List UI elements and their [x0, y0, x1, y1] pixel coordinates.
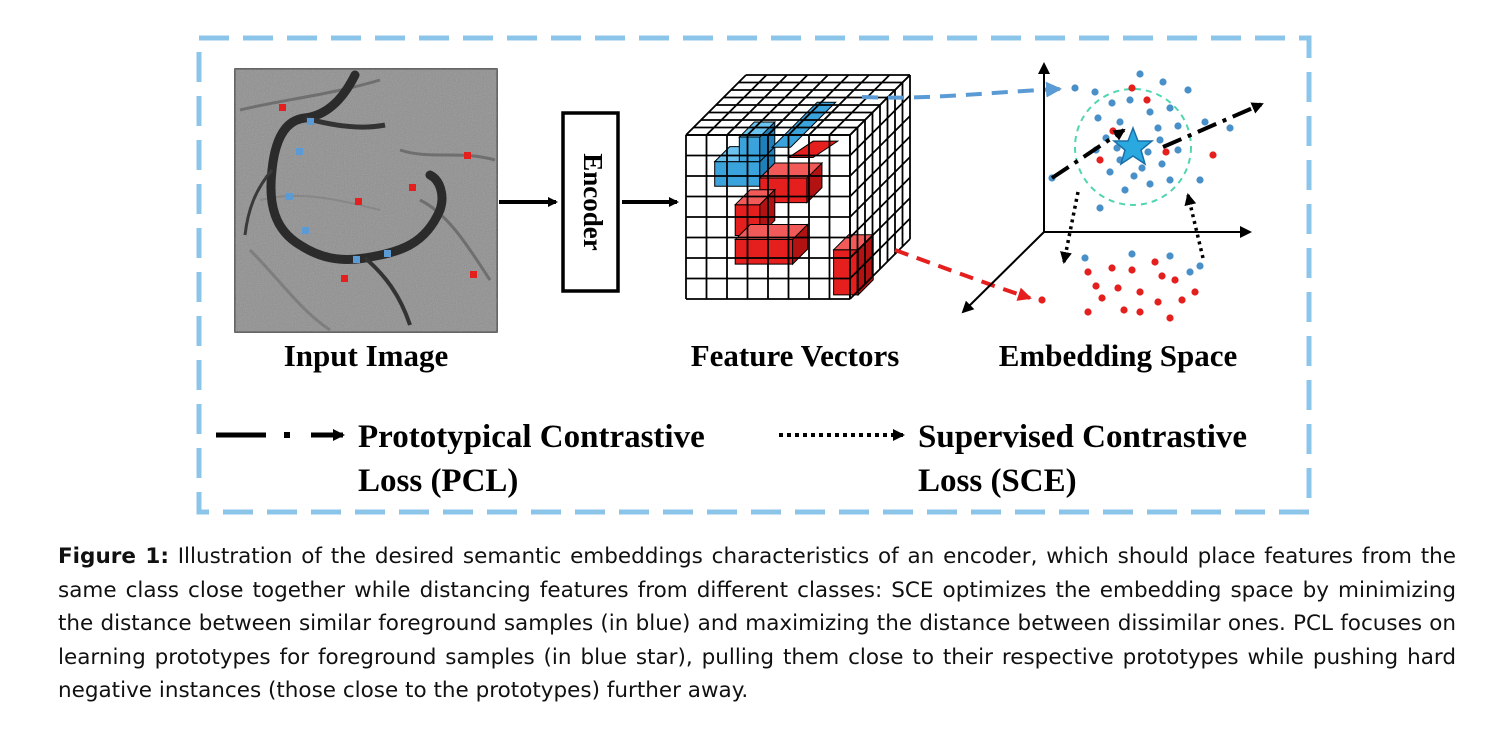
- feature-vectors-title: Feature Vectors: [691, 338, 900, 373]
- background-point: [1114, 284, 1122, 292]
- legend-pcl-line2: Loss (PCL): [358, 463, 518, 499]
- background-point: [1128, 84, 1136, 92]
- foreground-point: [1201, 118, 1209, 126]
- background-point: [1092, 282, 1100, 290]
- red-feature-arrow: [894, 248, 1032, 301]
- foreground-point: [1106, 168, 1114, 176]
- foreground-point: [1146, 180, 1154, 188]
- input-image: [234, 68, 498, 333]
- encoder-label: Encoder: [578, 153, 608, 251]
- background-point: [1162, 148, 1170, 156]
- background-point: [1136, 288, 1144, 296]
- foreground-point: [1174, 146, 1182, 154]
- legend-pcl-line1: Prototypical Contrastive: [358, 419, 705, 455]
- background-point: [1136, 308, 1144, 316]
- background-point: [1128, 266, 1136, 274]
- foreground-point: [1196, 176, 1204, 184]
- foreground-point: [1138, 164, 1146, 172]
- foreground-point: [1184, 86, 1192, 94]
- background-point: [1096, 156, 1104, 164]
- foreground-point: [1091, 88, 1099, 96]
- sce-arrow-left: [1060, 191, 1080, 264]
- pcl-push-arrow: [1162, 102, 1264, 149]
- background-point: [1084, 268, 1092, 276]
- foreground-point: [1128, 250, 1136, 258]
- background-point: [1191, 288, 1199, 296]
- foreground-point: [1081, 254, 1089, 262]
- foreground-point: [1136, 70, 1144, 78]
- foreground-point: [1113, 144, 1121, 152]
- encoder-block: Encoder: [561, 111, 620, 293]
- foreground-point: [1130, 172, 1138, 180]
- background-point: [1143, 96, 1151, 104]
- foreground-point: [1154, 124, 1162, 132]
- figure-caption: Figure 1: Illustration of the desired se…: [58, 540, 1456, 708]
- background-point: [1151, 258, 1159, 266]
- foreground-point: [1166, 176, 1174, 184]
- cluster-circle: [1074, 88, 1192, 206]
- embedding-space-title: Embedding Space: [999, 338, 1238, 373]
- foreground-point: [1108, 99, 1116, 107]
- feature-cube: [685, 74, 911, 300]
- background-point: [1209, 151, 1217, 159]
- figure-diagram: Encoder Input Image Feature Vectors Embe…: [196, 35, 1312, 515]
- background-point: [1158, 272, 1166, 280]
- axis-depth: [961, 231, 1045, 314]
- foreground-point: [1159, 78, 1167, 86]
- foreground-point: [1156, 136, 1164, 144]
- foreground-point: [1071, 84, 1079, 92]
- background-point: [1154, 298, 1162, 306]
- background-point: [1108, 264, 1116, 272]
- foreground-point: [1186, 268, 1194, 276]
- foreground-point: [1146, 108, 1154, 116]
- foreground-point: [1174, 122, 1182, 130]
- background-point: [1120, 306, 1128, 314]
- prototype-star-icon: [1111, 125, 1155, 166]
- foreground-point: [1158, 160, 1166, 168]
- embedding-points: [1038, 70, 1234, 322]
- background-point: [1166, 314, 1174, 322]
- legend-sce: Supervised Contrastive Loss (SCE): [779, 419, 1247, 499]
- caption-label: Figure 1:: [58, 544, 169, 569]
- foreground-point: [1226, 124, 1234, 132]
- sce-arrow-right: [1184, 193, 1205, 259]
- legend-sce-line2: Loss (SCE): [918, 463, 1077, 499]
- legend-pcl: Prototypical Contrastive Loss (PCL): [216, 419, 705, 499]
- foreground-point: [1196, 262, 1204, 270]
- foreground-point: [1116, 118, 1124, 126]
- background-point: [1171, 276, 1179, 284]
- foreground-point: [1144, 148, 1152, 156]
- pcl-pull-arrow: [1050, 128, 1126, 180]
- foreground-point: [1126, 96, 1134, 104]
- dashed-frame: [196, 35, 1312, 515]
- foreground-point: [1121, 186, 1129, 194]
- background-point: [1098, 294, 1106, 302]
- legend-sce-line1: Supervised Contrastive: [918, 419, 1247, 455]
- foreground-point: [1096, 204, 1104, 212]
- background-point: [1178, 296, 1186, 304]
- embedding-space-plot: [961, 62, 1264, 322]
- foreground-point: [1166, 252, 1174, 260]
- caption-text: Illustration of the desired semantic emb…: [58, 544, 1456, 703]
- input-image-title: Input Image: [284, 338, 449, 373]
- foreground-point: [1166, 104, 1174, 112]
- background-point: [1038, 296, 1046, 304]
- foreground-point: [1094, 114, 1102, 122]
- background-point: [1084, 308, 1092, 316]
